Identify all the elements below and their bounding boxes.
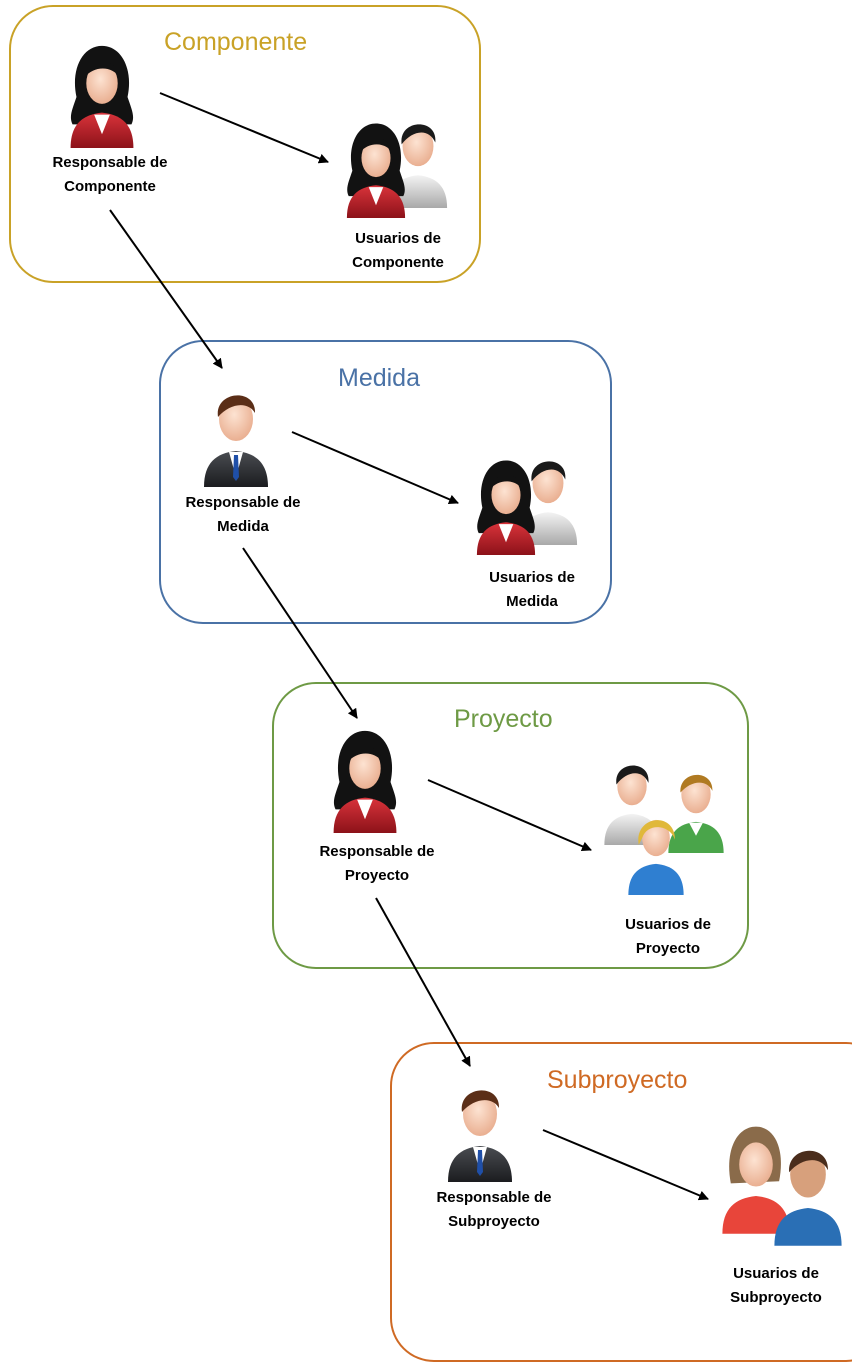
arrows-layer — [109, 92, 709, 1201]
arrow-componente-to-medida — [109, 209, 223, 369]
arrow-proyecto-to-subproyecto — [375, 897, 471, 1067]
medida-title: Medida — [338, 364, 420, 392]
proyecto-title: Proyecto — [454, 705, 553, 733]
arrow-responsable-to-usuarios-medida — [291, 431, 459, 505]
subproyecto-title: Subproyecto — [547, 1066, 688, 1094]
arrow-responsable-to-usuarios-subproyecto — [542, 1129, 709, 1201]
arrow-responsable-to-usuarios-proyecto — [427, 779, 592, 852]
arrow-responsable-to-usuarios-componente — [159, 92, 329, 164]
componente-title: Componente — [164, 28, 308, 56]
arrow-medida-to-proyecto — [242, 547, 358, 719]
